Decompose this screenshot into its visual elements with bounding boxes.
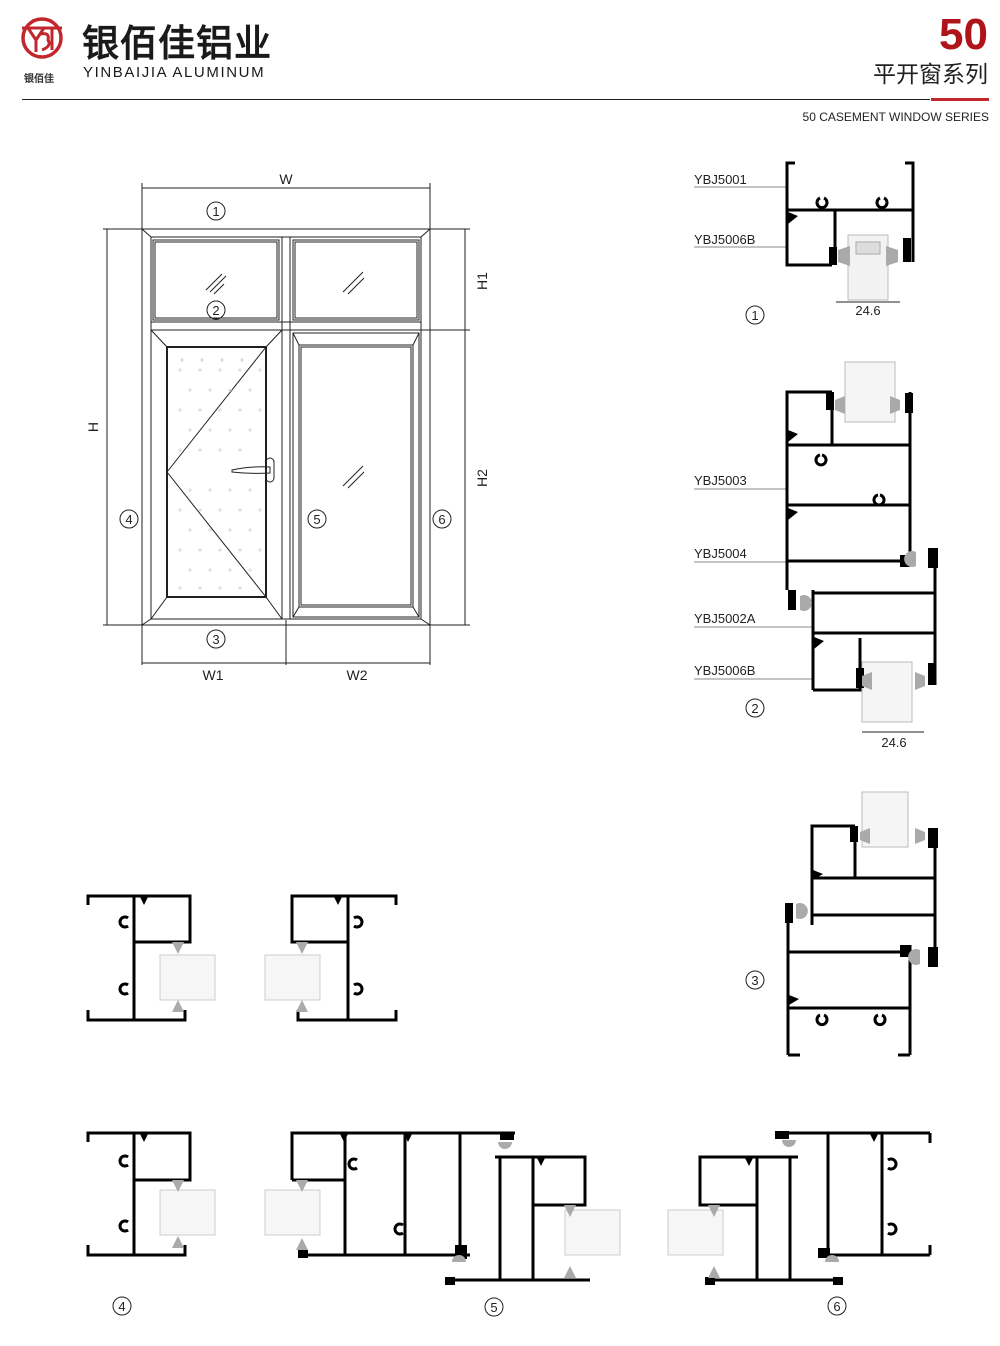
section-4-pair-drawing <box>86 894 398 1022</box>
elev-marker-6: 6 <box>438 512 445 527</box>
section-6-drawing: 6 <box>667 1131 932 1316</box>
s2-marker: 2 <box>751 701 758 716</box>
s2-part-label: YBJ5003 <box>694 473 747 488</box>
section-5-drawing: 5 <box>264 1131 621 1317</box>
dim-h2-label: H2 <box>474 469 490 487</box>
s4-marker: 4 <box>118 1299 125 1314</box>
s2-part-label: YBJ5004 <box>694 546 747 561</box>
s6-marker: 6 <box>833 1299 840 1314</box>
s2-part-label: YBJ5002A <box>694 611 756 626</box>
section-3-drawing: 3 <box>745 791 938 1057</box>
header-rule <box>22 99 930 100</box>
dim-w1-label: W1 <box>203 667 224 683</box>
brand-name-en: YINBAIJIA ALUMINUM <box>83 64 266 81</box>
dim-w-label: W <box>279 171 293 187</box>
dim-w2-label: W2 <box>347 667 368 683</box>
elev-marker-1: 1 <box>212 204 219 219</box>
ybj-logo-icon <box>21 17 63 59</box>
s2-glass-dim: 24.6 <box>881 735 906 750</box>
section-4-drawing: 4 <box>86 1131 216 1316</box>
s1-glass-dim: 24.6 <box>855 303 880 318</box>
s1-part-label: YBJ5006B <box>694 232 755 247</box>
header-rule-accent <box>931 98 989 101</box>
section-1-drawing: 24.6 YBJ5001 YBJ5006B 1 <box>694 161 915 325</box>
elev-marker-3: 3 <box>212 632 219 647</box>
dim-h1-label: H1 <box>474 272 490 290</box>
dim-h-label: H <box>85 422 101 432</box>
logo-sub-label: 银佰佳 <box>24 74 54 85</box>
s5-marker: 5 <box>490 1300 497 1315</box>
elev-marker-2: 2 <box>212 303 219 318</box>
elev-marker-5: 5 <box>313 512 320 527</box>
series-name-cn: 平开窗系列 <box>873 62 988 88</box>
s1-marker: 1 <box>751 308 758 323</box>
s2-part-label: YBJ5006B <box>694 663 755 678</box>
logo <box>18 14 66 66</box>
brand-name-cn: 银佰佳铝业 <box>82 22 272 65</box>
s1-part-label: YBJ5001 <box>694 172 747 187</box>
window-elevation-drawing: 1 2 3 4 5 6 W W1 W2 H H1 H2 <box>85 171 490 683</box>
elev-marker-4: 4 <box>125 512 132 527</box>
series-name-en: 50 CASEMENT WINDOW SERIES <box>802 110 989 124</box>
section-2-drawing: 24.6 YBJ5003 YBJ5004 YBJ5002A YBJ5006B 2 <box>694 361 938 750</box>
series-number: 50 <box>939 10 988 59</box>
s3-marker: 3 <box>751 973 758 988</box>
